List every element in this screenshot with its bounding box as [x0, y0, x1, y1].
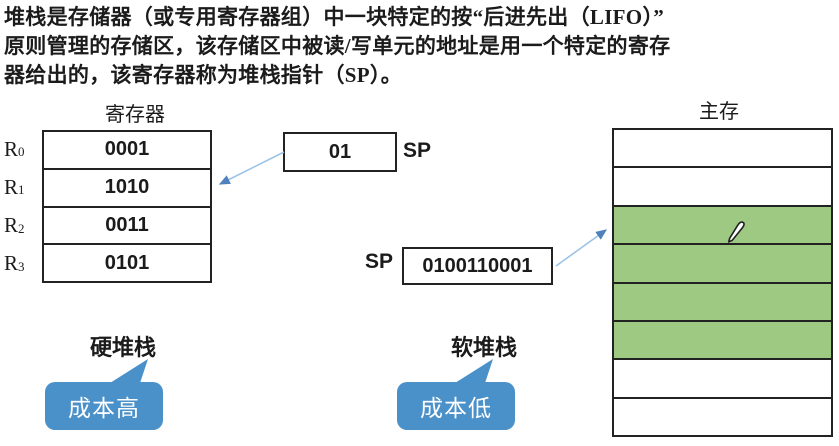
pen-cursor-icon: [727, 221, 745, 243]
main-memory-table: [612, 128, 833, 437]
soft-stack-title: 软堆栈: [450, 335, 517, 360]
intro-paragraph: 堆栈是存储器（或专用寄存器组）中一块特定的按“后进先出（LIFO）” 原则管理的…: [4, 3, 836, 90]
arrow-sp-to-memory: [555, 229, 608, 267]
hard-stack-title: 硬堆栈: [89, 335, 156, 360]
register-table: 0001 1010 0011 0101: [42, 130, 212, 283]
register-cell-r3: 0101: [104, 251, 150, 274]
soft-stack-callout: 成本低: [397, 382, 515, 430]
main-memory-title: 主存: [699, 101, 739, 123]
register-cell-r1: 1010: [44, 170, 210, 208]
sp-register-pointer-label: SP: [403, 139, 432, 162]
memory-cell: [614, 168, 831, 207]
arrow-sp-to-register: [218, 151, 285, 185]
hard-stack-callout-tail: [110, 359, 148, 383]
soft-stack-callout-tail: [455, 359, 493, 383]
memory-cell: [614, 245, 831, 284]
memory-cell: [614, 283, 831, 322]
memory-cell: [614, 130, 831, 169]
sp-memory-pointer-box: 0100110001: [402, 247, 553, 285]
registers-title: 寄存器: [105, 104, 165, 126]
register-cell-r2: 0011: [44, 208, 210, 246]
sp-register-pointer-box: 01: [283, 132, 397, 172]
hard-stack-callout: 成本高: [45, 382, 163, 430]
memory-cell: [614, 360, 831, 399]
memory-cell: [614, 321, 831, 361]
memory-cell: [614, 399, 831, 435]
memory-cell: [614, 206, 831, 246]
intro-line-1: 堆栈是存储器（或专用寄存器组）中一块特定的按“后进先出（LIFO）”: [4, 5, 665, 29]
sp-memory-pointer-label: SP: [365, 250, 394, 273]
register-cell-r0: 0001: [44, 132, 210, 170]
intro-line-3: 器给出的，该寄存器称为堆栈指针（SP）。: [4, 63, 403, 87]
intro-line-2: 原则管理的存储区，该存储区中被读/写单元的地址是用一个特定的寄存: [4, 34, 671, 58]
